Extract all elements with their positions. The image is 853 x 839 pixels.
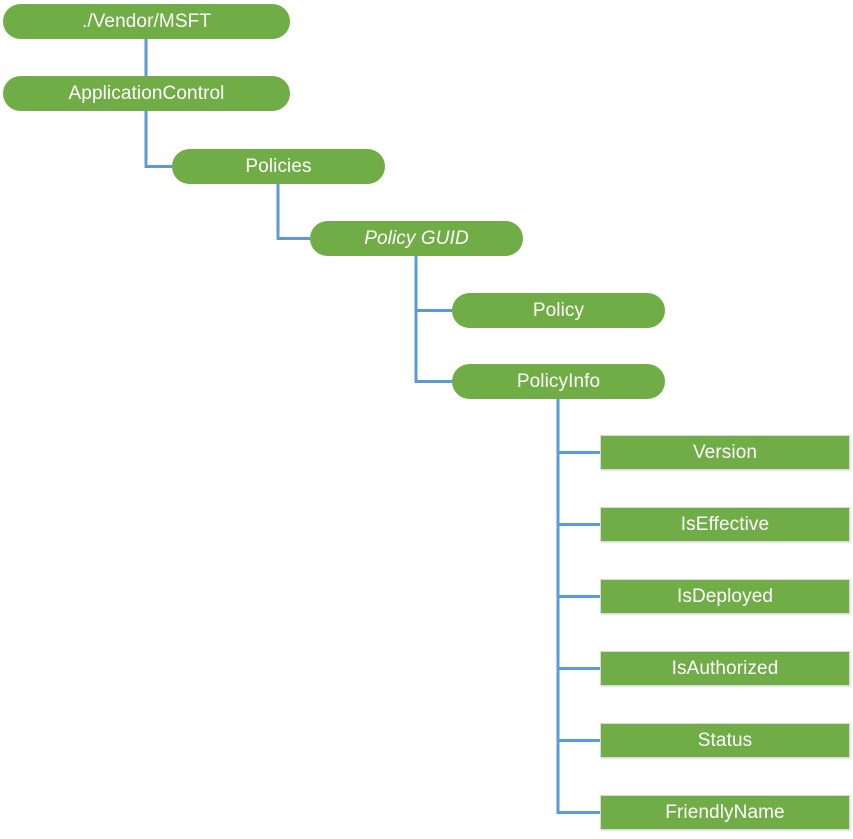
node-vendor[interactable]: ./Vendor/MSFT bbox=[3, 4, 290, 39]
node-label-applicationcontrol: ApplicationControl bbox=[68, 83, 225, 104]
node-label-policy: Policy bbox=[532, 300, 585, 321]
connector-policyinfo-to-isdeployed bbox=[556, 399, 600, 598]
connector-policyinfo-to-status bbox=[556, 399, 600, 742]
node-version[interactable]: Version bbox=[600, 435, 850, 470]
node-policyguid[interactable]: Policy GUID bbox=[310, 221, 523, 256]
node-policy[interactable]: Policy bbox=[452, 293, 665, 328]
node-isauthorized[interactable]: IsAuthorized bbox=[600, 651, 850, 686]
node-iseffective[interactable]: IsEffective bbox=[600, 507, 850, 542]
node-label-policyguid: Policy GUID bbox=[364, 228, 469, 249]
node-applicationcontrol[interactable]: ApplicationControl bbox=[3, 76, 290, 111]
node-label-vendor: ./Vendor/MSFT bbox=[81, 11, 212, 32]
connector-policyguid-to-policyinfo bbox=[414, 256, 452, 383]
node-label-policyinfo: PolicyInfo bbox=[516, 371, 601, 392]
node-label-status: Status bbox=[697, 730, 753, 751]
node-label-policies: Policies bbox=[245, 156, 312, 177]
connector-policies-to-policyguid bbox=[276, 184, 310, 240]
node-label-version: Version bbox=[692, 442, 758, 463]
connector-policyinfo-to-isauthorized bbox=[556, 399, 600, 670]
connector-policyinfo-to-version bbox=[556, 399, 600, 454]
connector-applicationcontrol-to-policies bbox=[144, 111, 172, 168]
node-label-isauthorized: IsAuthorized bbox=[671, 658, 779, 679]
node-status[interactable]: Status bbox=[600, 723, 850, 758]
connector-policyguid-to-policy bbox=[414, 256, 452, 312]
node-label-isdeployed: IsDeployed bbox=[676, 586, 774, 607]
node-policies[interactable]: Policies bbox=[172, 149, 385, 184]
node-isdeployed[interactable]: IsDeployed bbox=[600, 579, 850, 614]
node-policyinfo[interactable]: PolicyInfo bbox=[452, 364, 665, 399]
node-label-friendlyname: FriendlyName bbox=[665, 802, 785, 823]
connector-policyinfo-to-friendlyname bbox=[556, 399, 600, 814]
node-label-iseffective: IsEffective bbox=[680, 514, 770, 535]
node-friendlyname[interactable]: FriendlyName bbox=[600, 795, 850, 830]
connector-policyinfo-to-iseffective bbox=[556, 399, 600, 526]
